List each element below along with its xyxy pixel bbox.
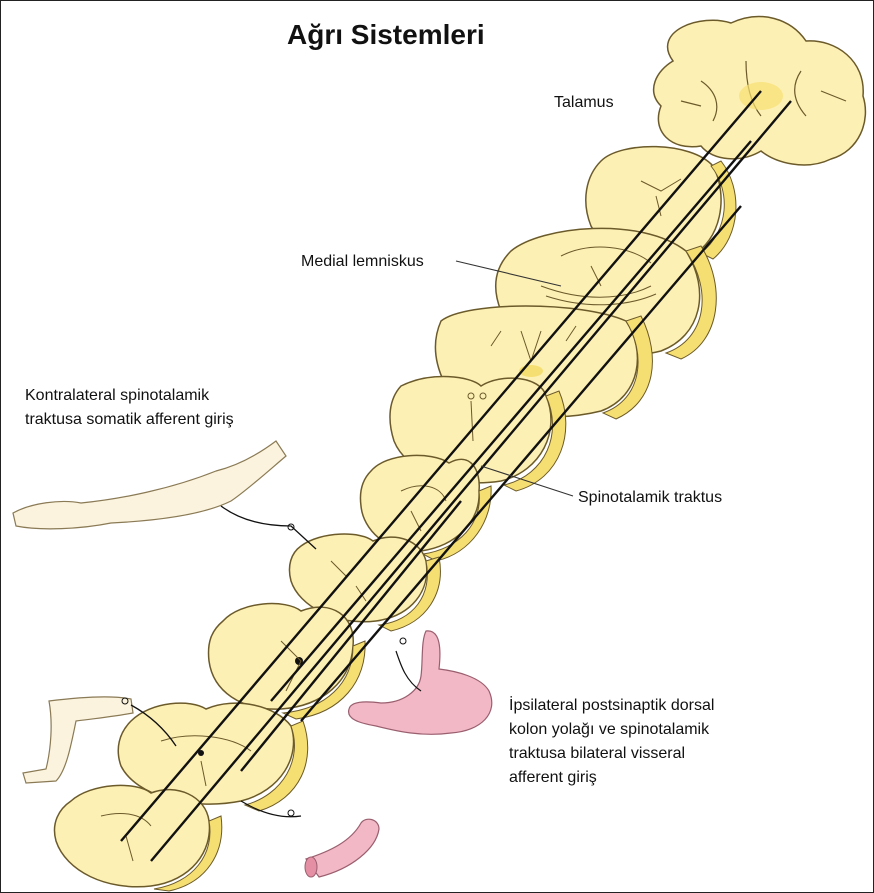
somatic-line-2: traktusa somatik afferent giriş (25, 408, 234, 432)
label-visceral-afferent: İpsilateral postsinaptik dorsal kolon yo… (509, 694, 714, 790)
label-spinotalamik-traktus: Spinotalamik traktus (578, 486, 722, 510)
label-talamus: Talamus (554, 91, 614, 115)
visceral-line-1: İpsilateral postsinaptik dorsal (509, 694, 714, 718)
label-somatic-afferent: Kontralateral spinotalamik traktusa soma… (25, 384, 234, 432)
intestine-illustration (241, 801, 379, 877)
visceral-line-2: kolon yolağı ve spinotalamik (509, 718, 714, 742)
lumbar-cord-section-1 (209, 604, 366, 719)
thalamus-region (739, 82, 783, 110)
visceral-line-4: afferent giriş (509, 766, 714, 790)
arm-illustration (13, 441, 316, 549)
brain-section (654, 17, 866, 165)
sacral-cord-section (54, 785, 221, 891)
somatic-line-1: Kontralateral spinotalamik (25, 384, 234, 408)
figure-title: Ağrı Sistemleri (287, 17, 485, 53)
stomach-illustration (349, 631, 492, 734)
visceral-line-3: traktusa bilateral visseral (509, 742, 714, 766)
label-medial-lemniskus: Medial lemniskus (301, 250, 424, 274)
